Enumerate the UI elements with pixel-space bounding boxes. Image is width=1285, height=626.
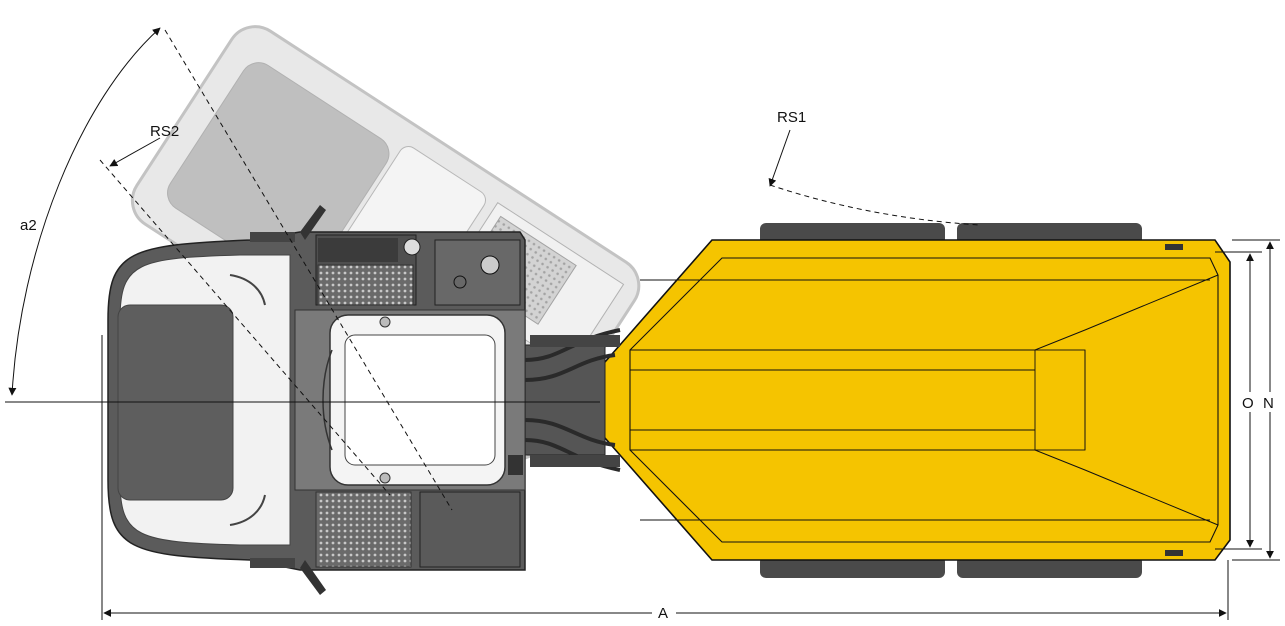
rs2-line (164, 29, 453, 511)
rs2-leader (109, 137, 161, 167)
label-o: O (1242, 395, 1254, 412)
label-n: N (1263, 395, 1274, 412)
rs1-arc (769, 184, 981, 226)
front-unit (107, 205, 526, 595)
labels: RS1 RS2 a2 O N A (20, 109, 1282, 622)
articulation-joint (524, 328, 621, 472)
a2-arc (8, 27, 161, 396)
rs1-leader (768, 129, 791, 187)
tire-bottom-rear-1 (760, 556, 945, 578)
label-a: A (658, 605, 668, 621)
label-rs2: RS2 (150, 123, 179, 140)
dumper-body (597, 239, 1231, 561)
label-rs1: RS1 (777, 109, 806, 126)
tire-bottom-rear-2 (957, 556, 1142, 578)
label-a2: a2 (20, 217, 37, 234)
